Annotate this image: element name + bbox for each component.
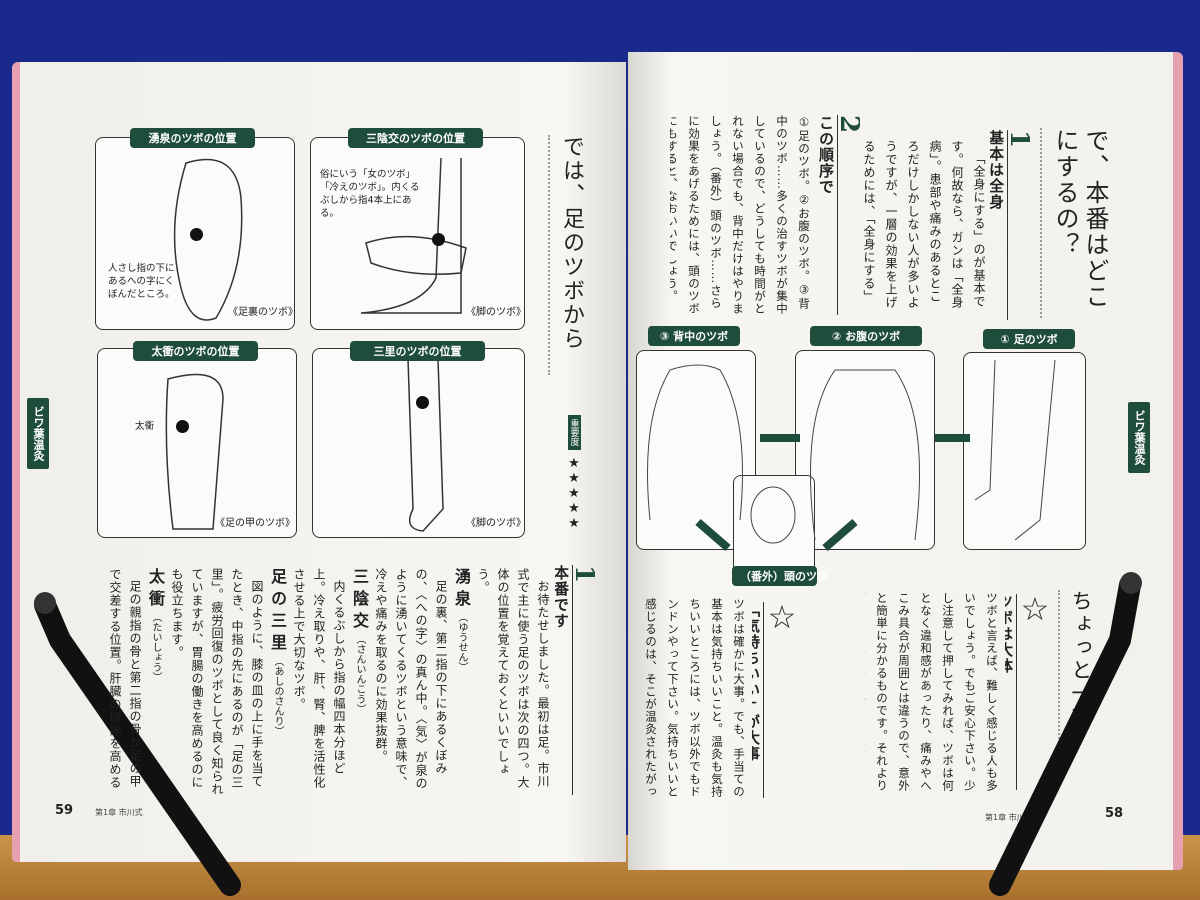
section-number: 1	[569, 565, 595, 585]
point-text: 足の親指の骨と第二指の骨が足の甲で交差する位置。肝臓の機能を高める	[108, 568, 142, 789]
point-text: 足の裏、第二指の下にあるくぼみの、〈への字〉の真ん中。〈気〉が泉のように湧いてく…	[374, 568, 448, 790]
point-reading: （たいしょう）	[150, 612, 161, 682]
leg-illustration	[407, 358, 444, 532]
figure-caption: 《足の甲のツボ》	[215, 518, 295, 529]
star-icon: ☆	[763, 598, 800, 637]
point-reading: （ゆうせん）	[456, 612, 467, 672]
aside-title: ちょっと一言	[1058, 590, 1096, 750]
point-name: 三陰交	[350, 568, 369, 634]
importance-label: 重要度	[567, 415, 581, 450]
sole-illustration	[173, 158, 243, 321]
figure-head	[733, 475, 815, 575]
figure-label: ③ 背中のツボ	[648, 326, 740, 346]
tip-1-heading: ☆ ツボは大体	[1005, 590, 1053, 790]
figure-note: 俗にいう「女のツボ」「冷えのツボ」。内くるぶしから指4本上にある。	[320, 169, 420, 219]
figure-label: 三陰交のツボの位置	[348, 128, 483, 148]
tip-2-text: ツボは確かに大事。でも、手当ての基本は気持ちいいこと。温灸も気持ちいいところには…	[644, 598, 746, 798]
left-side-tab: ビワ葉温灸	[27, 398, 49, 469]
left-page-title: では、足のツボから	[548, 135, 586, 375]
point-text: 図のように、膝の皿の上に手を当てたとき、中指の先にあるのが「足の三里」。疲労回復…	[170, 568, 264, 796]
right-page-number: 58	[1105, 806, 1124, 821]
figure-note: 人さし指の下にあるへの字にくぼんだところ。	[108, 263, 175, 300]
importance-stars: ★★★★★	[566, 456, 582, 531]
left-page-number: 59	[55, 803, 74, 818]
figure-caption: 《足裏のツボ》	[228, 307, 298, 318]
left-footer: 第1章 市川式	[95, 808, 143, 817]
point-name: 太衝	[146, 568, 165, 612]
point-marker	[176, 420, 189, 433]
left-body-text: お待たせしました。最初は足。市川式で主に使う足のツボは次の四つ。大体の位置を覚え…	[40, 568, 553, 796]
point-name: 足の三里	[268, 568, 287, 656]
figure-saninko	[310, 137, 525, 330]
intro-paragraph: お待たせしました。最初は足。市川式で主に使う足のツボは次の四つ。大体の位置を覚え…	[476, 568, 550, 789]
figure-label: ① 足のツボ	[983, 329, 1075, 349]
figure-label: ② お腹のツボ	[810, 326, 922, 346]
foot-top-illustration	[165, 373, 224, 530]
tip-1-text: ツボと言えば、難しく感じる人も多いでしょう。でもご安心下さい。少し注意して押して…	[865, 592, 999, 792]
tip-heading: 「気持ちいい」が大事	[752, 602, 764, 798]
figure-caption: 《脚のツボ》	[466, 518, 526, 529]
section-heading: 基本は全身	[990, 130, 1008, 320]
figure-label: 湧泉のツボの位置	[130, 128, 255, 148]
figure-label: （番外）頭のツボ	[732, 566, 828, 586]
point-name: 湧泉	[452, 568, 471, 612]
right-footer: 第1章 市川式	[985, 813, 1033, 822]
section-number: 1	[1004, 130, 1030, 150]
figure-legs	[963, 352, 1086, 550]
star-icon: ☆	[1016, 590, 1053, 629]
point-marker	[416, 396, 429, 409]
point-text: 内くるぶしから指の幅四本分ほど上。冷え取りや、肝、腎、脾を活性化させる上で大切な…	[292, 568, 346, 789]
section-heading: この順序で	[818, 115, 838, 315]
importance-badge: 重要度 ★★★★★	[563, 415, 585, 531]
right-side-tab: ビワ葉温灸	[1128, 402, 1150, 473]
figure-label: 三里のツボの位置	[350, 341, 485, 361]
right-page-title: で、本番はどこにするの？	[1040, 128, 1110, 318]
figure-note: 太衝	[135, 421, 155, 432]
section-1-heading: 1 本番です	[555, 565, 595, 795]
figure-taisho	[97, 348, 297, 538]
section-2-heading: 2 この順序で	[818, 115, 860, 315]
figure-belly	[795, 350, 935, 550]
tip-2-heading: ☆ 「気持ちいい」が大事	[752, 598, 800, 798]
figure-caption: 《脚のツボ》	[466, 307, 526, 318]
section-heading: 本番です	[555, 565, 573, 795]
section-number: 2	[834, 115, 860, 135]
ankle-hand-illustration	[360, 157, 467, 314]
figure-label: 太衝のツボの位置	[133, 341, 258, 361]
point-reading: （さんいんこう）	[354, 634, 365, 714]
point-marker	[432, 233, 445, 246]
section-1-heading: 1 基本は全身	[990, 130, 1030, 320]
point-marker	[190, 228, 203, 241]
point-reading: （あしのさんり）	[272, 656, 283, 736]
tip-heading: ツボは大体	[1005, 594, 1017, 790]
section-1-text: 「全身にする」のが基本です。何故なら、ガンは「全身病」。患部や痛みのあるところだ…	[862, 140, 986, 309]
figure-sanri	[312, 348, 525, 538]
section-2-text: ①足のツボ。②お腹のツボ。③背中のツボ……多くの治すツボが集中しているので、どう…	[670, 115, 811, 315]
